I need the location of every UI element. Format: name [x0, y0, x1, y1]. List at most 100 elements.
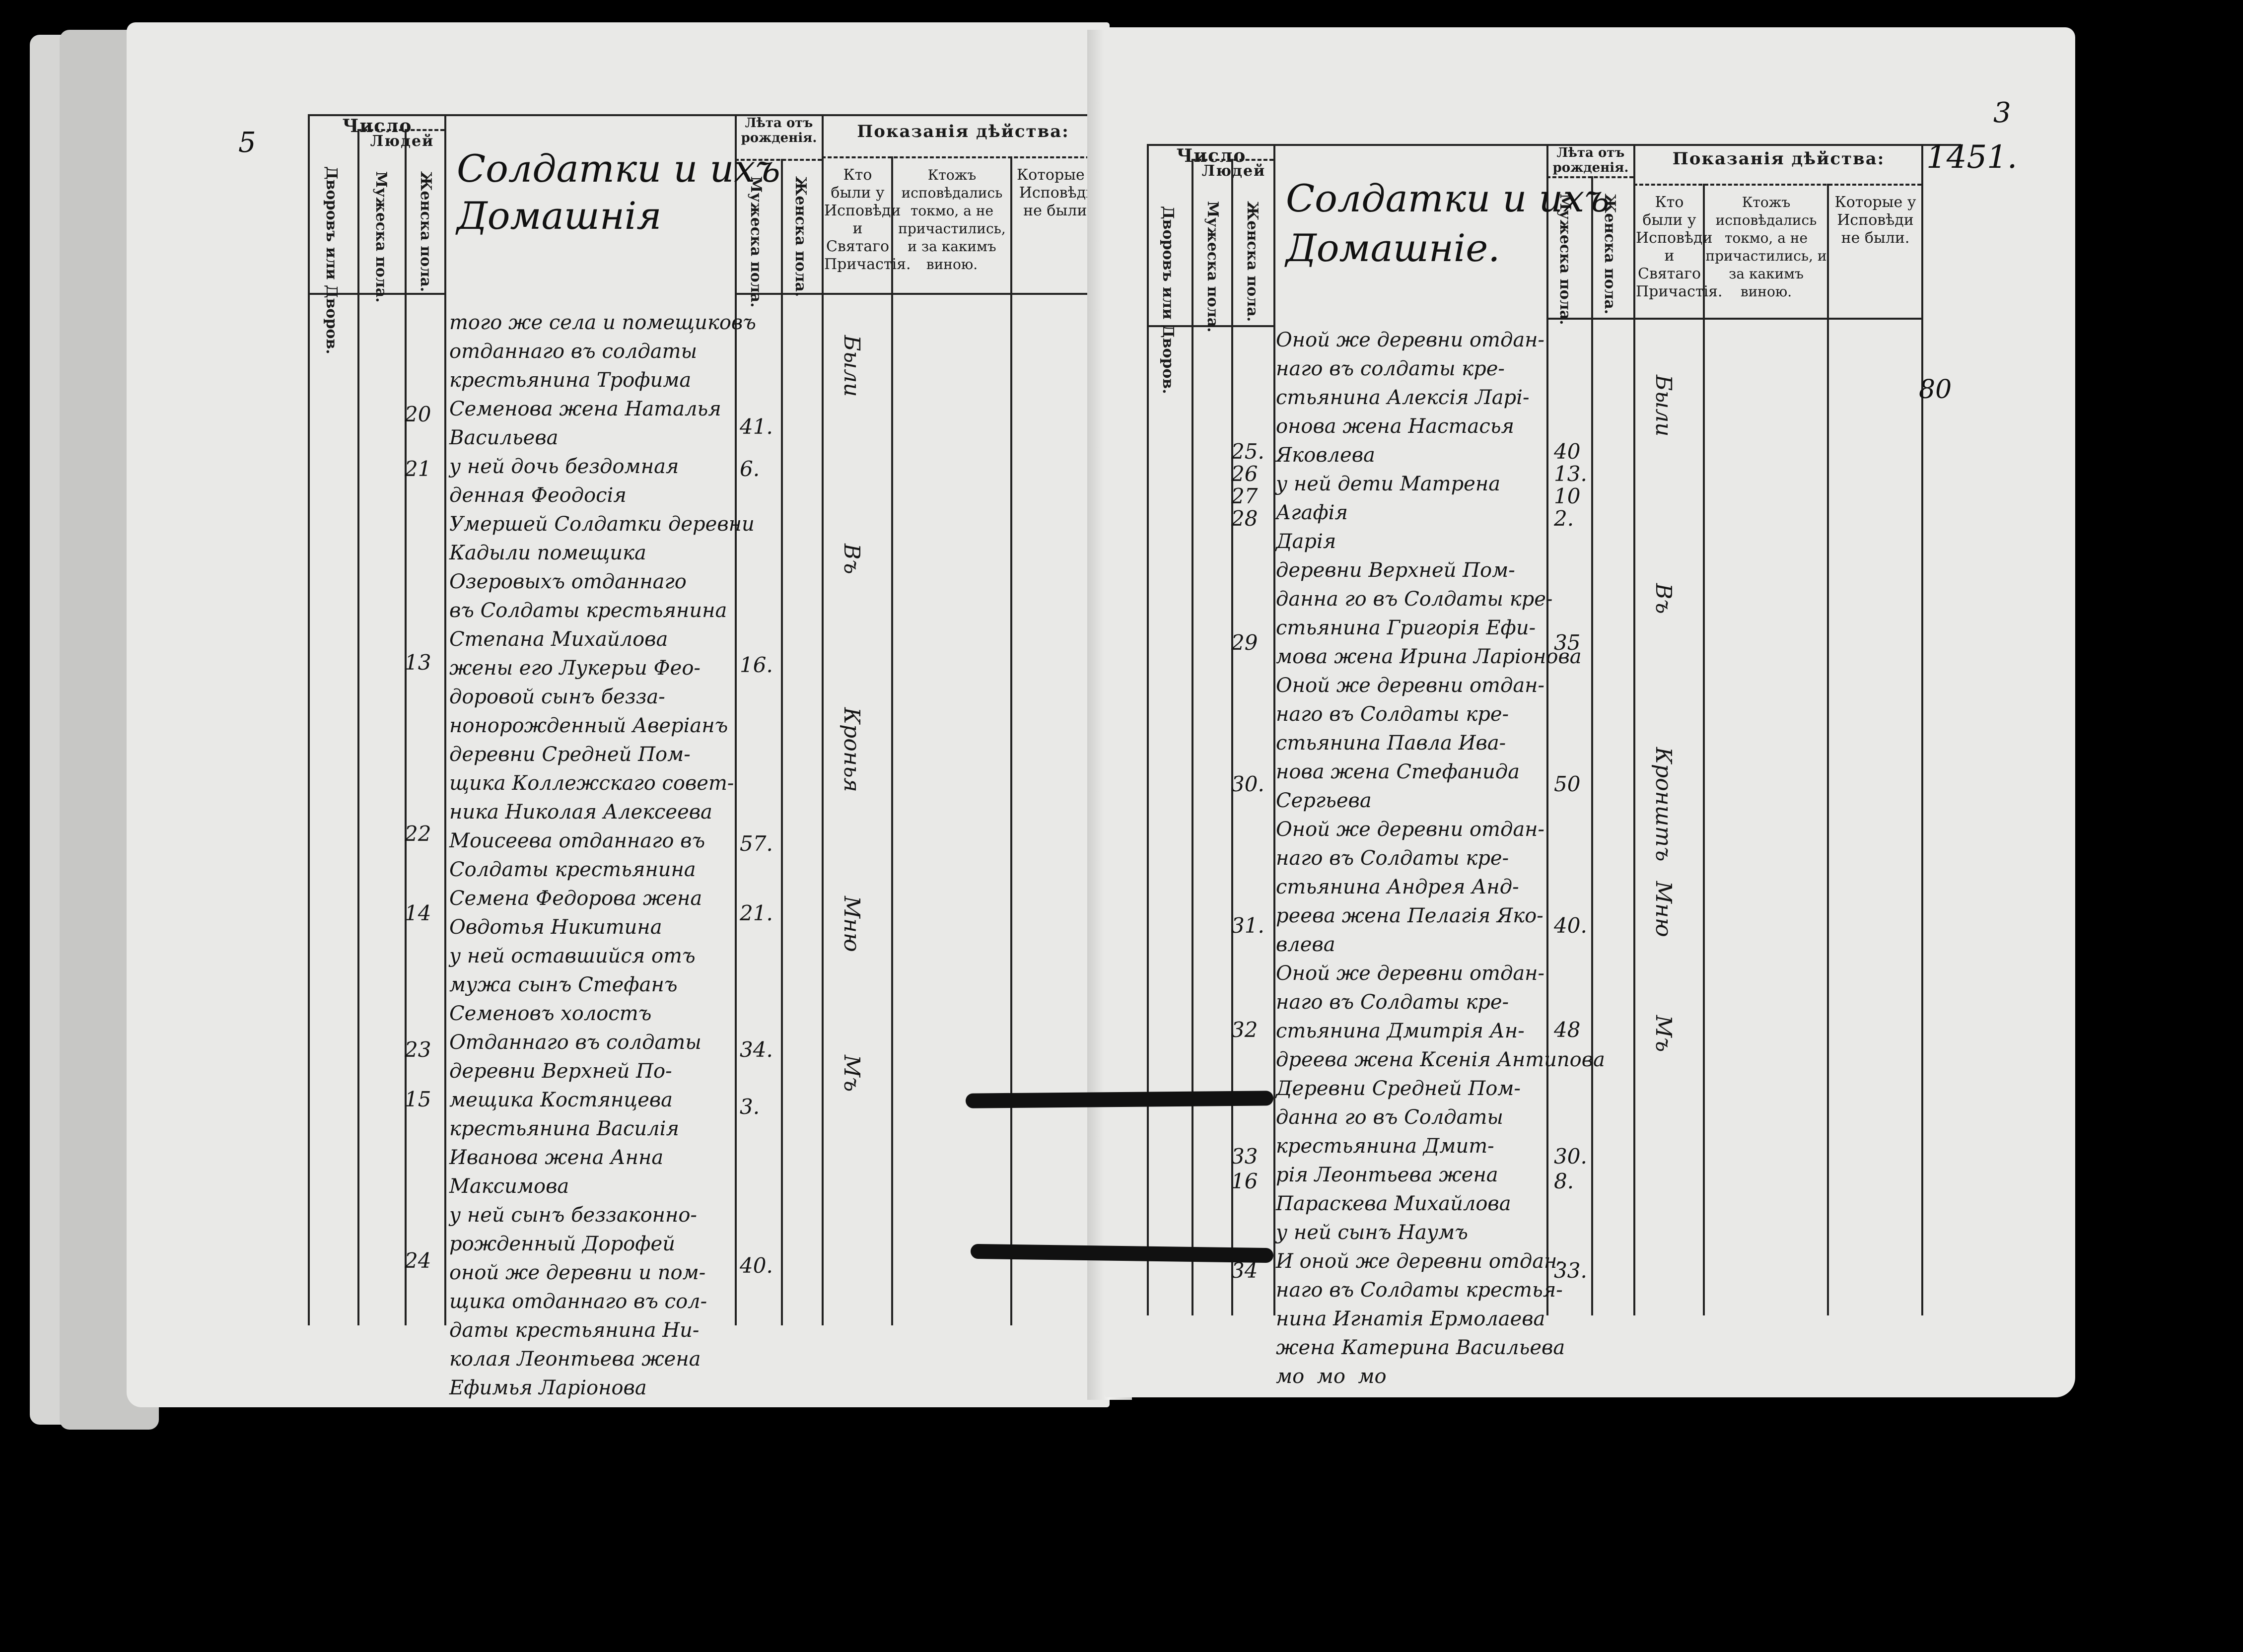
corner-mark: 3	[1993, 97, 2011, 129]
header-pokazaniya: Показанія дѣйства:	[1672, 149, 1885, 169]
entry-line: доровой сынъ безза-	[449, 686, 665, 708]
entry-line: стьянина Дмитрія Ан-	[1276, 1020, 1525, 1042]
header-muzh: Мужеска пола.	[372, 171, 390, 303]
header-rule	[735, 159, 822, 161]
age-value: 40.	[740, 1253, 773, 1278]
entry-line: наго въ Солдаты кре-	[1276, 703, 1509, 726]
entry-line: стьянина Алексія Ларі-	[1276, 386, 1530, 409]
entry-line: деревни Средней Пом-	[449, 743, 691, 766]
row-number: 29	[1231, 630, 1258, 655]
entry-line: Оной же деревни отдан-	[1276, 818, 1545, 841]
entry-line: стьянина Григорія Ефи-	[1276, 617, 1536, 639]
age-value: 8.	[1554, 1169, 1574, 1193]
entry-line: щика отданнаго въ сол-	[449, 1290, 707, 1313]
header-chislo: Число	[1176, 145, 1247, 166]
age-value: 13.	[1554, 462, 1587, 486]
entry-line: Деревни Средней Пом-	[1276, 1077, 1521, 1100]
age-value: 6.	[740, 457, 760, 481]
entry-line: крестьянина Василія	[449, 1117, 679, 1140]
col-rule	[781, 159, 783, 1325]
row-number: 32	[1231, 1018, 1258, 1042]
col-rule	[735, 114, 737, 1325]
entry-line: Дарія	[1276, 530, 1336, 553]
entry-line: рожденный Дорофей	[449, 1233, 675, 1255]
corner-mark: 5	[238, 127, 256, 159]
left-page: Число Людей Дворовъ или Дворов. Мужеска …	[127, 22, 1110, 1407]
age-value: 10	[1554, 484, 1581, 508]
entry-line: у ней сынъ Наумъ	[1276, 1221, 1468, 1244]
entry-line: Моисеева отданнаго въ	[449, 829, 705, 852]
age-value: 41.	[740, 414, 773, 439]
entry-line: ника Николая Алексеева	[449, 801, 712, 824]
header-ktozh: Ктожъ исповѣдались токмо, а не причастил…	[1705, 194, 1827, 300]
entry-line: мужа сынъ Стефанъ	[449, 973, 678, 996]
row-number: 20	[405, 402, 431, 426]
row-number: 16	[1231, 1169, 1258, 1193]
entry-line: у ней дети Матрена	[1276, 473, 1501, 495]
row-number: 30.	[1231, 772, 1264, 796]
entry-line: Кадыли помещика	[449, 542, 646, 564]
entry-line: наго въ Солдаты кре-	[1276, 847, 1509, 870]
col-rule	[1147, 144, 1149, 1315]
header-bottom-rule	[735, 293, 1102, 295]
age-value: 50	[1554, 772, 1581, 796]
header-rule	[1192, 159, 1273, 161]
entry-line: Ефимья Ларіонова	[449, 1377, 647, 1399]
age-value: 34.	[740, 1037, 773, 1062]
age-value: 16.	[740, 653, 773, 677]
header-bottom-rule	[1147, 325, 1273, 327]
entry-line: того же села и помещиковъ	[449, 311, 756, 334]
header-dvorov: Дворовъ или Дворов.	[1159, 206, 1177, 394]
header-leta-muzh: Мужеска пола.	[1556, 194, 1574, 325]
col-rule	[822, 114, 824, 1325]
entry-line: Агафія	[1276, 501, 1348, 524]
side-note: 80	[1919, 375, 1952, 405]
header-kotorye: Которые у Исповѣди не были.	[1834, 194, 1916, 247]
age-value: 40	[1554, 439, 1581, 464]
header-muzh: Мужеска пола.	[1204, 201, 1221, 333]
entry-line: реева жена Пелагія Яко-	[1276, 904, 1543, 927]
col-rule	[1273, 144, 1275, 1315]
entry-line: наго въ Солдаты кре-	[1276, 991, 1509, 1014]
row-number: 15	[405, 1087, 431, 1111]
entry-line: Овдотья Никитина	[449, 916, 662, 939]
header-zhen: Женска пола.	[1244, 201, 1261, 322]
entry-line: влева	[1276, 933, 1335, 956]
attendance-mark: Были	[839, 335, 864, 397]
header-kto-byli: Кто были у Исповѣди и Святаго Причастія.	[824, 166, 911, 273]
entry-line: рія Леонтьева жена	[1276, 1164, 1498, 1186]
entry-line: Семеновъ холостъ	[449, 1002, 652, 1025]
entry-line: стьянина Павла Ива-	[1276, 732, 1506, 755]
header-ktozh: Ктожъ исповѣдались токмо, а не причастил…	[898, 167, 1006, 273]
header-leta-muzh: Мужеска пола.	[747, 176, 765, 308]
entry-line: онова жена Настасья	[1276, 415, 1514, 438]
attendance-mark: Кронштъ	[1651, 747, 1676, 862]
column-title-line1: Солдатки и ихъ	[457, 146, 780, 191]
entry-line: наго въ Солдаты крестья-	[1276, 1279, 1563, 1302]
entry-line: Умершей Солдатки деревни	[449, 513, 755, 536]
entry-line: Яковлева	[1276, 444, 1375, 467]
row-number: 26	[1231, 462, 1258, 486]
header-lyudey: Людей	[370, 133, 434, 150]
entry-line: у ней дочь бездомная	[449, 455, 679, 478]
col-rule	[1703, 184, 1705, 1315]
entry-line: мо мо мо	[1276, 1365, 1387, 1388]
entry-line: нина Игнатія Ермолаева	[1276, 1308, 1545, 1330]
col-rule	[357, 129, 359, 1325]
entry-line: денная Феодосія	[449, 484, 627, 507]
header-kto-byli: Кто были у Исповѣди и Святаго Причастія.	[1636, 194, 1723, 300]
entry-line: Васильева	[449, 426, 559, 449]
attendance-mark: Въ	[839, 544, 864, 574]
age-value: 57.	[740, 831, 773, 856]
col-rule	[1921, 144, 1923, 1315]
col-rule	[1010, 156, 1012, 1325]
attendance-mark: Въ	[1651, 583, 1676, 614]
age-value: 40.	[1554, 913, 1587, 938]
row-number: 23	[405, 1037, 431, 1062]
entry-line: Оной же деревни отдан-	[1276, 329, 1545, 351]
row-number: 27	[1231, 484, 1258, 508]
attendance-mark: Были	[1651, 375, 1676, 437]
entry-line: отданнаго въ солдаты	[449, 340, 698, 363]
row-number: 13	[405, 650, 431, 675]
header-rule	[1633, 184, 1921, 186]
